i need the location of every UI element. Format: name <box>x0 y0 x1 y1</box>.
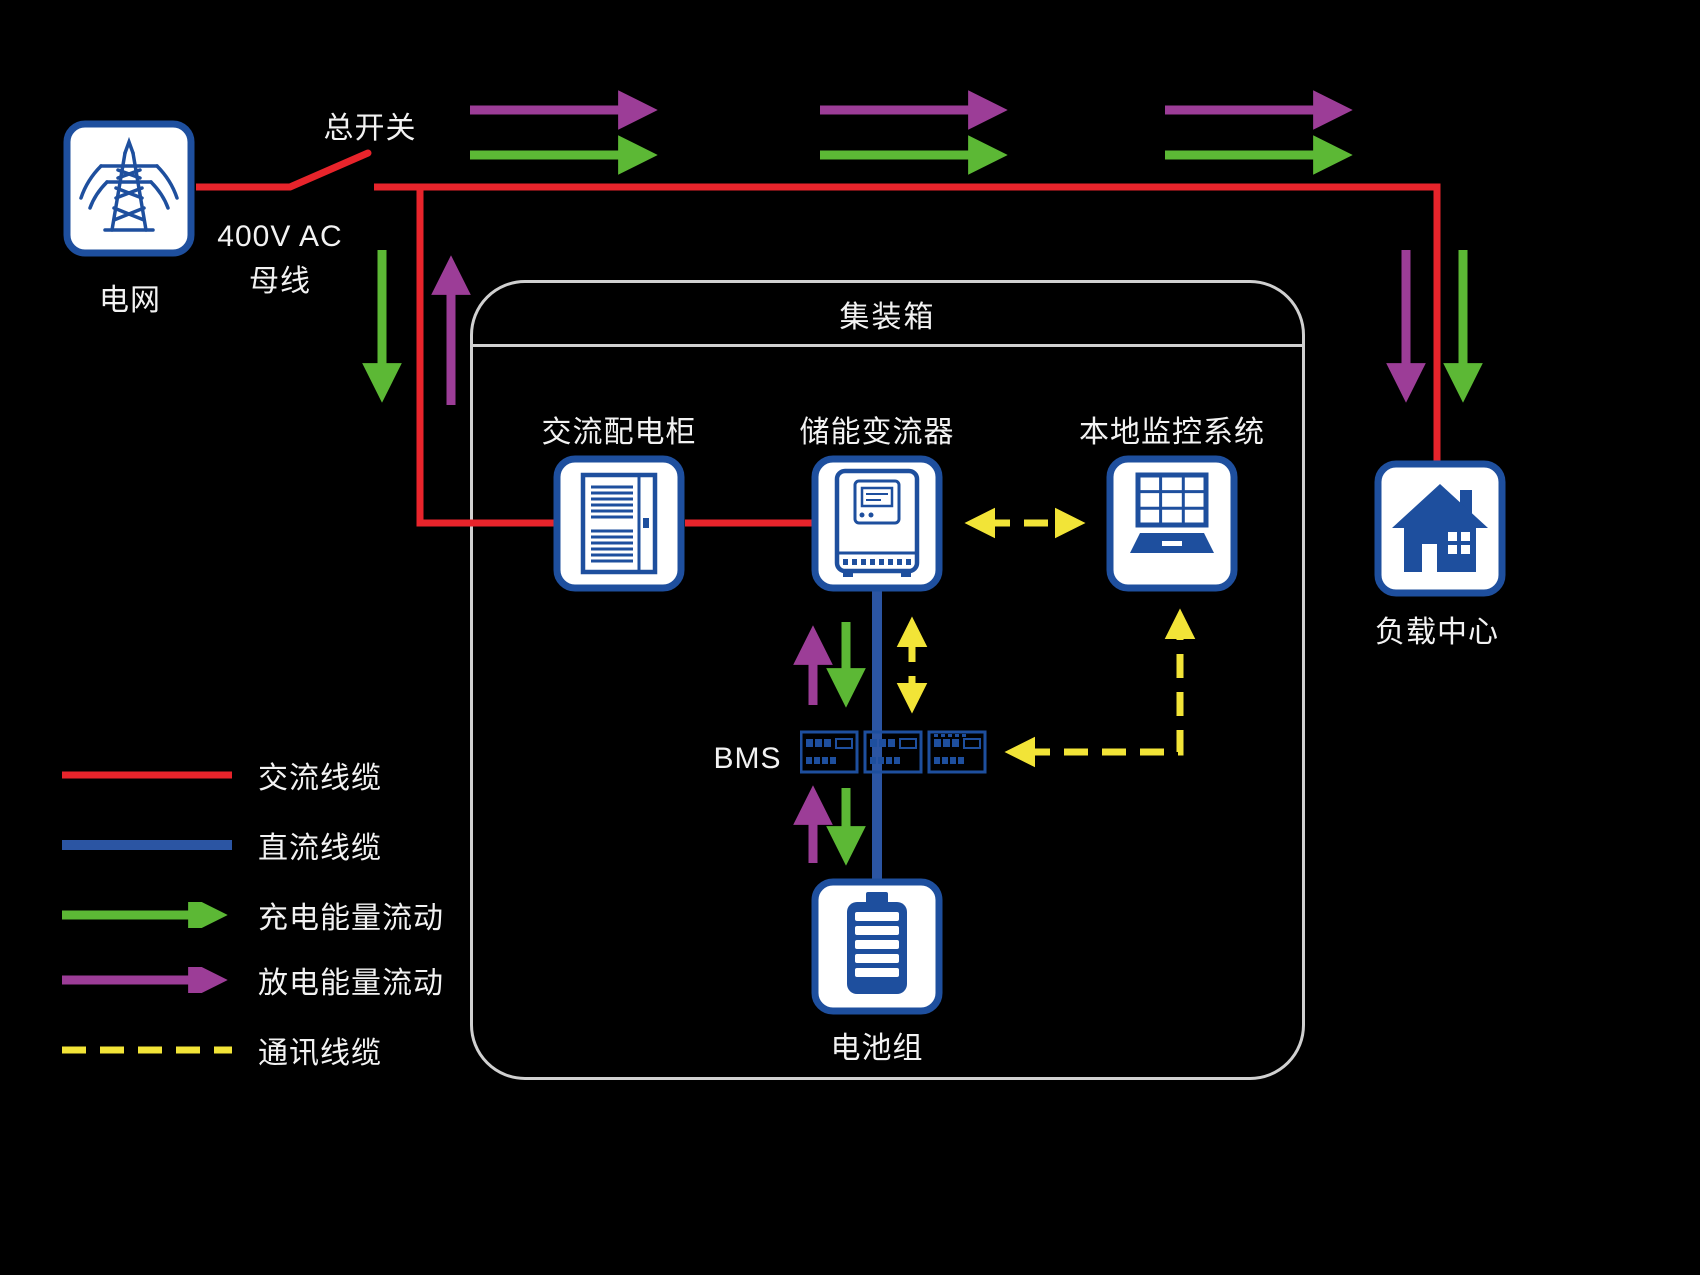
ac-line-swatch <box>60 762 236 788</box>
comm-line-swatch <box>60 1037 236 1063</box>
container-box: 集装箱 <box>470 280 1305 1080</box>
load-node <box>1374 460 1506 597</box>
legend-label-ac: 交流线缆 <box>258 762 382 795</box>
container-title-strip: 集装箱 <box>473 283 1302 347</box>
pcs-icon <box>811 455 943 592</box>
ac-cabinet-icon <box>553 455 685 592</box>
legend-row-charge: 充电能量流动 <box>60 893 444 937</box>
legend-label-comm: 通讯线缆 <box>258 1037 382 1070</box>
comm-bms-monitor <box>1004 608 1196 768</box>
busbar-label-line2: 母线 <box>249 265 311 298</box>
dc-line-swatch <box>60 832 236 858</box>
bms-label: BMS <box>713 742 782 775</box>
legend-row-comm: 通讯线缆 <box>60 1028 382 1072</box>
monitor-node <box>1106 455 1238 592</box>
legend-row-dc: 直流线缆 <box>60 823 382 867</box>
legend-row-ac: 交流线缆 <box>60 753 382 797</box>
grid-label: 电网 <box>99 284 161 317</box>
power-grid-icon <box>63 120 195 257</box>
busbar-label-line1: 400V AC <box>217 220 343 253</box>
battery-icon <box>811 878 943 1015</box>
monitor-label: 本地监控系统 <box>1079 416 1265 449</box>
discharge-arrows <box>431 90 1426 863</box>
battery-label: 电池组 <box>830 1032 924 1065</box>
container-title: 集装箱 <box>839 300 936 334</box>
charge-arrow-swatch <box>60 902 236 928</box>
legend-row-discharge: 放电能量流动 <box>60 958 444 1002</box>
busbar-label: 400V AC 母线 <box>200 214 360 304</box>
ac-cabinet-label: 交流配电柜 <box>541 416 697 449</box>
grid-node <box>63 120 195 257</box>
legend-label-charge: 充电能量流动 <box>258 902 444 935</box>
load-house-icon <box>1374 460 1506 597</box>
pcs-label: 储能变流器 <box>799 416 955 449</box>
ac-cabinet-node <box>553 455 685 592</box>
ac-lines <box>196 149 1441 527</box>
bms-node <box>799 729 990 775</box>
discharge-arrow-swatch <box>60 967 236 993</box>
ac-main-bus <box>374 183 1441 463</box>
charge-arrows <box>362 135 1483 866</box>
ac-branch-to-cabinet <box>416 187 556 527</box>
load-label: 负载中心 <box>1375 616 1499 649</box>
bms-rack-icon <box>799 730 987 774</box>
main-switch-blade <box>286 149 372 191</box>
battery-node <box>811 878 943 1015</box>
monitor-laptop-icon <box>1106 455 1238 592</box>
comm-lines <box>896 507 1196 768</box>
legend-label-dc: 直流线缆 <box>258 832 382 865</box>
pcs-node <box>811 455 943 592</box>
legend-label-discharge: 放电能量流动 <box>258 967 444 1000</box>
main-switch-label: 总开关 <box>323 112 417 145</box>
